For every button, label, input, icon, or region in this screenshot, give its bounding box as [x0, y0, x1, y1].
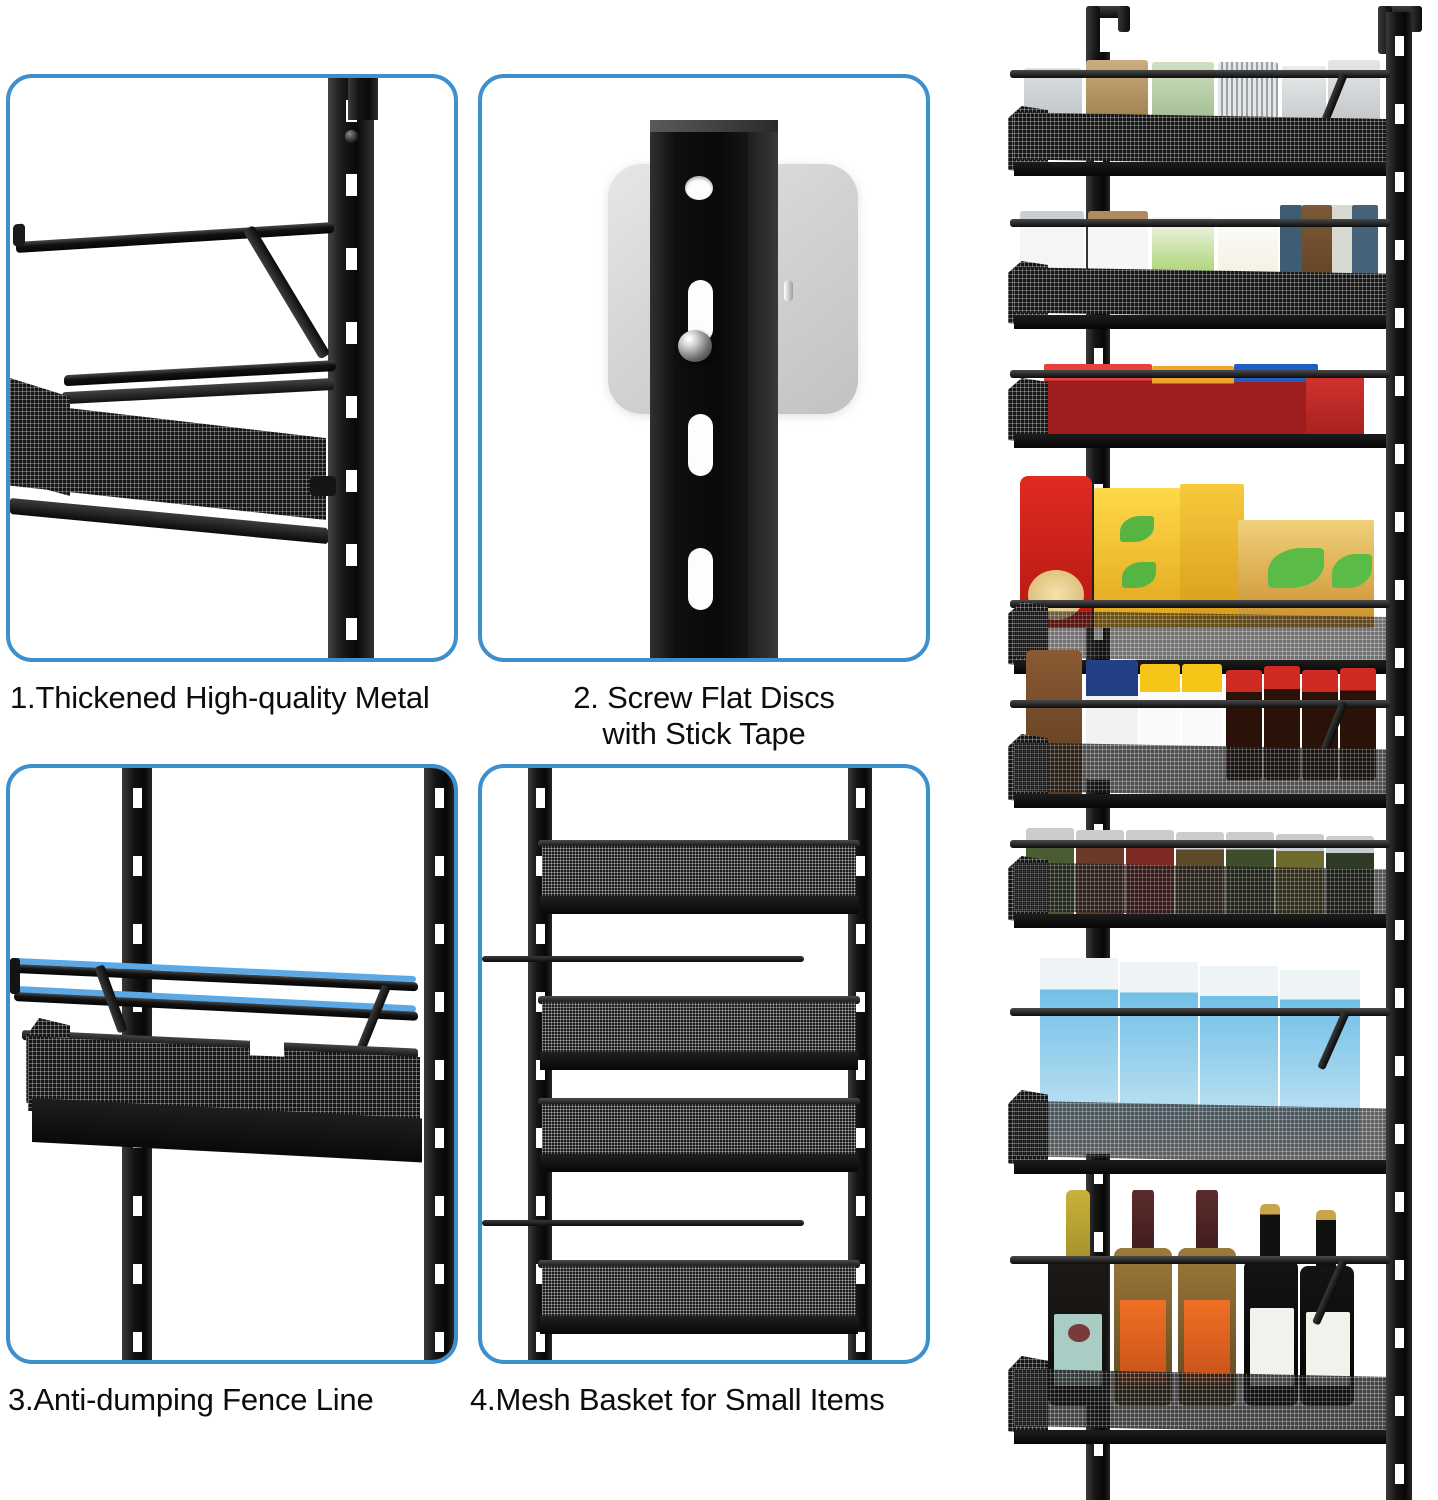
wine-label-white [1306, 1312, 1350, 1386]
basket-center-notch [250, 1029, 284, 1057]
post-side-face [748, 124, 778, 658]
wine-bottle-neck [1260, 1204, 1280, 1270]
rack-post-right [1386, 12, 1412, 1500]
shelf-guard-rail [1010, 600, 1390, 608]
basket-floor [1014, 794, 1386, 808]
basket-mesh-body [542, 1002, 856, 1056]
shelf-guard-rail [1010, 219, 1390, 227]
shelf-guard-rail [1010, 1256, 1390, 1264]
basket-front-open [1014, 382, 1386, 438]
rail-end-cap [13, 223, 25, 247]
diagonal-brace [242, 224, 331, 360]
basket-front-mesh [1014, 1100, 1386, 1164]
shelf-guard-rail [1010, 840, 1390, 848]
wine-label-white [1250, 1308, 1294, 1386]
wine-bottle-neck [1132, 1190, 1154, 1264]
basket-front-mesh [1014, 862, 1386, 918]
feature-panel-2 [478, 74, 930, 662]
hook-lip [1410, 6, 1422, 32]
shelf-arm-end [310, 476, 336, 496]
basket-floor [1014, 315, 1386, 329]
shelf-guard-rail [1010, 370, 1390, 378]
basket-front-mesh [1014, 112, 1386, 166]
basket-mesh-body [542, 1266, 856, 1320]
basket-front-mesh [1014, 267, 1386, 319]
cross-tie-rail [482, 1220, 804, 1226]
basket-mesh-body [542, 1104, 856, 1158]
hook-stem [1086, 6, 1100, 54]
hook-lip [1118, 6, 1130, 32]
basket-rim [538, 840, 860, 848]
mounting-screw-icon [345, 130, 358, 143]
basket-front-mesh [1014, 1368, 1386, 1434]
shelf-guard-rail [1010, 700, 1390, 708]
basket-floor [540, 1316, 858, 1334]
bin-red-right [1306, 372, 1364, 442]
wine-bottle-neck [1196, 1190, 1218, 1264]
oblong-slot-icon [688, 414, 713, 476]
feature-panel-1 [6, 74, 458, 662]
mesh-shelf-surface [10, 401, 326, 520]
shelf-guard-rail [1010, 70, 1390, 78]
basket-floor [540, 1052, 858, 1070]
bin-orange [1152, 366, 1234, 438]
basket-floor [540, 1154, 858, 1172]
basket-floor [1014, 162, 1386, 176]
wine-label-graphic [1068, 1324, 1090, 1342]
basket-rim [538, 996, 860, 1004]
wine-label-orange [1120, 1300, 1166, 1384]
round-hole-icon [685, 176, 713, 200]
basket-rim [538, 1098, 860, 1106]
feature-caption-3: 3.Anti-dumping Fence Line [8, 1382, 374, 1417]
basket-rim [538, 1260, 860, 1268]
chrome-screw-head-icon [678, 330, 712, 362]
fence-rail-end-cap [10, 958, 20, 994]
basket-floor [1014, 1160, 1386, 1174]
basket-floor [1014, 1430, 1386, 1444]
post-top-lip [650, 120, 778, 132]
full-rack-product-photo [990, 0, 1438, 1500]
feature-caption-4: 4.Mesh Basket for Small Items [470, 1382, 885, 1417]
basket-front-mesh [1014, 742, 1386, 798]
upper-guard-rail [16, 222, 334, 254]
basket-floor [1014, 434, 1386, 448]
slotted-post-right [424, 768, 454, 1360]
feature-caption-2: 2. Screw Flat Discs with Stick Tape [573, 680, 835, 751]
feature-caption-1: 1.Thickened High-quality Metal [10, 680, 430, 715]
post-top-section [348, 78, 378, 120]
door-hook-icon [1086, 6, 1132, 54]
basket-floor [1014, 914, 1386, 928]
basket-floor [540, 896, 858, 914]
feature-panel-4 [478, 764, 930, 1364]
basket-mesh-body [542, 846, 856, 900]
shelf-guard-rail [1010, 1008, 1390, 1016]
cross-tie-rail [482, 956, 804, 962]
feature-panel-3 [6, 764, 458, 1364]
basket-side-mesh [1008, 378, 1048, 444]
disc-screw-stud-icon [784, 280, 793, 302]
wine-label-orange [1184, 1300, 1230, 1384]
oblong-slot-icon [688, 548, 713, 610]
